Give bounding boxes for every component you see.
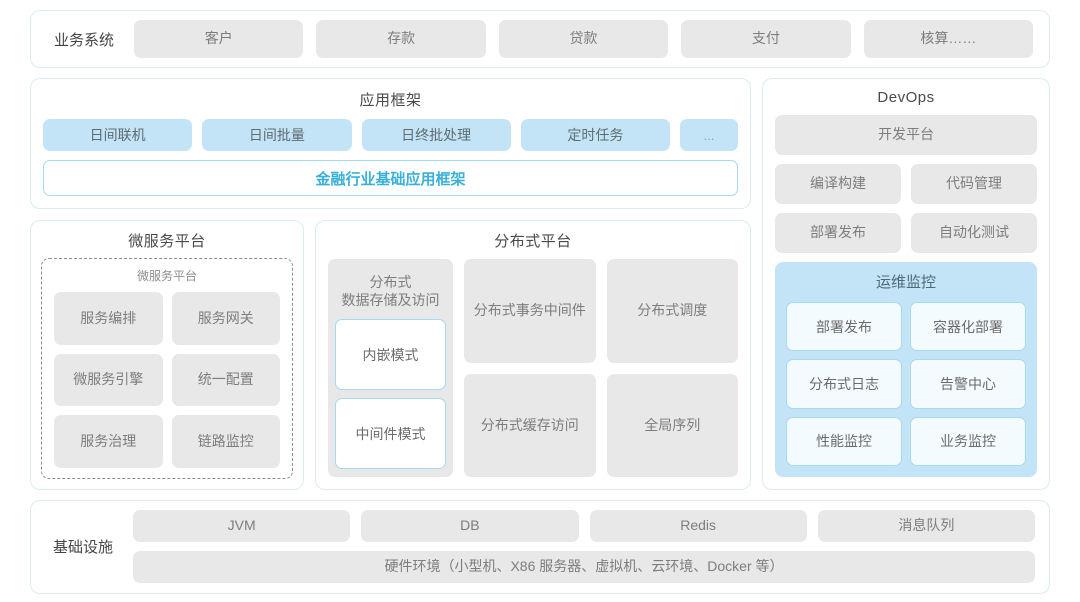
appfw-chip-scheduled-task[interactable]: 定时任务 [520, 119, 670, 151]
financial-base-framework-card[interactable]: 金融行业基础应用框架 [43, 160, 738, 196]
business-system-item-loan[interactable]: 贷款 [498, 20, 669, 58]
devops-item-deploy-release[interactable]: 部署发布 [775, 213, 901, 253]
ops-item-containerized-deploy[interactable]: 容器化部署 [910, 302, 1026, 352]
distributed-platform-body: 分布式 数据存储及访问 内嵌模式 中间件模式 分布式 事务中间件 分布式调度 [328, 259, 738, 477]
distributed-storage-title: 分布式 数据存储及访问 [335, 265, 446, 311]
infra-item-db[interactable]: DB [361, 510, 579, 542]
microservice-platform-grid: 服务编排 服务网关 微服务引擎 统一配置 服务治理 链路监控 [54, 292, 280, 468]
devops-column: DevOps 开发平台 编译构建 代码管理 部署发布 自动化测试 运维监控 部署… [762, 78, 1050, 490]
dist-item-transaction-middleware-line2: 事务中间件 [515, 302, 586, 318]
business-systems-row: 业务系统 客户 存款 贷款 支付 核算…… [30, 10, 1050, 68]
dist-item-cache-access[interactable]: 分布式 缓存访问 [464, 373, 596, 477]
infra-item-message-queue[interactable]: 消息队列 [817, 510, 1035, 542]
distributed-platform-grid: 分布式 事务中间件 分布式调度 分布式 缓存访问 全局序列 [464, 259, 738, 477]
devops-item-code-management[interactable]: 代码管理 [911, 164, 1037, 204]
infrastructure-label: 基础设施 [52, 539, 113, 556]
business-system-item-accounting[interactable]: 核算…… [863, 20, 1034, 58]
ms-item-link-monitoring[interactable]: 链路监控 [171, 415, 280, 468]
infra-item-redis[interactable]: Redis [589, 510, 807, 542]
business-system-item-deposit[interactable]: 存款 [316, 20, 486, 58]
ops-monitoring-title: 运维监控 [875, 274, 936, 291]
distributed-storage-mode-middleware[interactable]: 中间件模式 [335, 398, 446, 469]
business-systems-label: 业务系统 [53, 31, 114, 49]
devops-title: DevOps [877, 89, 935, 106]
ops-item-distributed-log[interactable]: 分布式日志 [786, 359, 902, 409]
dist-item-global-sequence[interactable]: 全局序列 [606, 373, 738, 477]
microservice-platform-inner-label: 微服务平台 [136, 269, 197, 283]
ms-item-service-orchestration[interactable]: 服务编排 [54, 292, 163, 345]
dist-item-cache-access-line2: 缓存访问 [522, 416, 579, 433]
infrastructure-items: JVM DB Redis 消息队列 [133, 510, 1035, 542]
microservice-platform-title: 微服务平台 [128, 233, 206, 250]
infra-item-jvm[interactable]: JVM [133, 510, 351, 542]
appfw-chip-daytime-online[interactable]: 日间联机 [43, 119, 193, 151]
distributed-storage-title-line1: 分布式 [369, 274, 412, 290]
ops-monitoring-box: 运维监控 部署发布 容器化部署 分布式日志 告警中心 性能监控 业务监控 [775, 262, 1037, 477]
dist-item-transaction-middleware-line1: 分布式 [473, 302, 516, 318]
appfw-chip-daytime-batch[interactable]: 日间批量 [202, 119, 352, 151]
ops-monitoring-grid: 部署发布 容器化部署 分布式日志 告警中心 性能监控 业务监控 [786, 302, 1026, 466]
devops-pair-deploy: 部署发布 自动化测试 [775, 213, 1037, 253]
distributed-platform-title: 分布式平台 [494, 233, 572, 250]
distributed-platform-panel: 分布式平台 分布式 数据存储及访问 内嵌模式 中间件模式 [315, 220, 751, 490]
platforms-row: 微服务平台 微服务平台 服务编排 服务网关 微服务引擎 统一配置 服务治理 链路… [30, 220, 751, 490]
microservice-platform-inner-box: 微服务平台 服务编排 服务网关 微服务引擎 统一配置 服务治理 链路监控 [41, 258, 293, 479]
distributed-storage-mode-embedded[interactable]: 内嵌模式 [335, 319, 446, 391]
devops-pair-build: 编译构建 代码管理 [775, 164, 1037, 204]
appfw-chip-eod-batch[interactable]: 日终批处理 [361, 119, 511, 151]
application-framework-chips: 日间联机 日间批量 日终批处理 定时任务 ... [43, 119, 738, 151]
business-system-item-payment[interactable]: 支付 [681, 20, 851, 58]
devops-item-compile-build[interactable]: 编译构建 [775, 164, 901, 204]
microservice-platform-panel: 微服务平台 微服务平台 服务编排 服务网关 微服务引擎 统一配置 服务治理 链路… [30, 220, 304, 490]
dist-item-scheduling[interactable]: 分布式调度 [606, 259, 738, 363]
middle-left-column: 应用框架 日间联机 日间批量 日终批处理 定时任务 ... 金融行业基础应用框架… [30, 78, 751, 490]
business-system-item-customer[interactable]: 客户 [134, 20, 304, 58]
middle-section: 应用框架 日间联机 日间批量 日终批处理 定时任务 ... 金融行业基础应用框架… [30, 78, 1050, 490]
infra-item-hardware-environment[interactable]: 硬件环境（小型机、X86 服务器、虚拟机、云环境、Docker 等） [133, 551, 1035, 583]
ms-item-unified-config[interactable]: 统一配置 [171, 353, 280, 407]
dist-item-cache-access-line1: 分布式 [480, 416, 523, 433]
ops-item-business-monitoring[interactable]: 业务监控 [910, 416, 1026, 466]
ops-item-deploy-release[interactable]: 部署发布 [786, 302, 902, 352]
ms-item-microservice-engine[interactable]: 微服务引擎 [54, 353, 163, 407]
dist-item-transaction-middleware[interactable]: 分布式 事务中间件 [464, 259, 596, 363]
application-framework-panel: 应用框架 日间联机 日间批量 日终批处理 定时任务 ... 金融行业基础应用框架 [30, 78, 751, 209]
devops-item-automated-test[interactable]: 自动化测试 [911, 213, 1037, 253]
infrastructure-row: 基础设施 JVM DB Redis 消息队列 硬件环境（小型机、X86 服务器、… [30, 500, 1050, 594]
distributed-storage-card[interactable]: 分布式 数据存储及访问 内嵌模式 中间件模式 [328, 259, 453, 477]
ms-item-service-gateway[interactable]: 服务网关 [171, 292, 280, 345]
application-framework-title: 应用框架 [359, 92, 422, 109]
ops-item-alert-center[interactable]: 告警中心 [910, 359, 1026, 409]
devops-panel: DevOps 开发平台 编译构建 代码管理 部署发布 自动化测试 运维监控 部署… [762, 78, 1050, 490]
devops-item-dev-platform[interactable]: 开发平台 [775, 115, 1037, 155]
infrastructure-content: JVM DB Redis 消息队列 硬件环境（小型机、X86 服务器、虚拟机、云… [133, 510, 1035, 583]
distributed-storage-title-line2: 数据存储及访问 [341, 292, 440, 309]
ms-item-service-governance[interactable]: 服务治理 [54, 415, 163, 468]
ops-item-performance-monitoring[interactable]: 性能监控 [786, 416, 902, 466]
appfw-chip-more[interactable]: ... [680, 119, 738, 151]
